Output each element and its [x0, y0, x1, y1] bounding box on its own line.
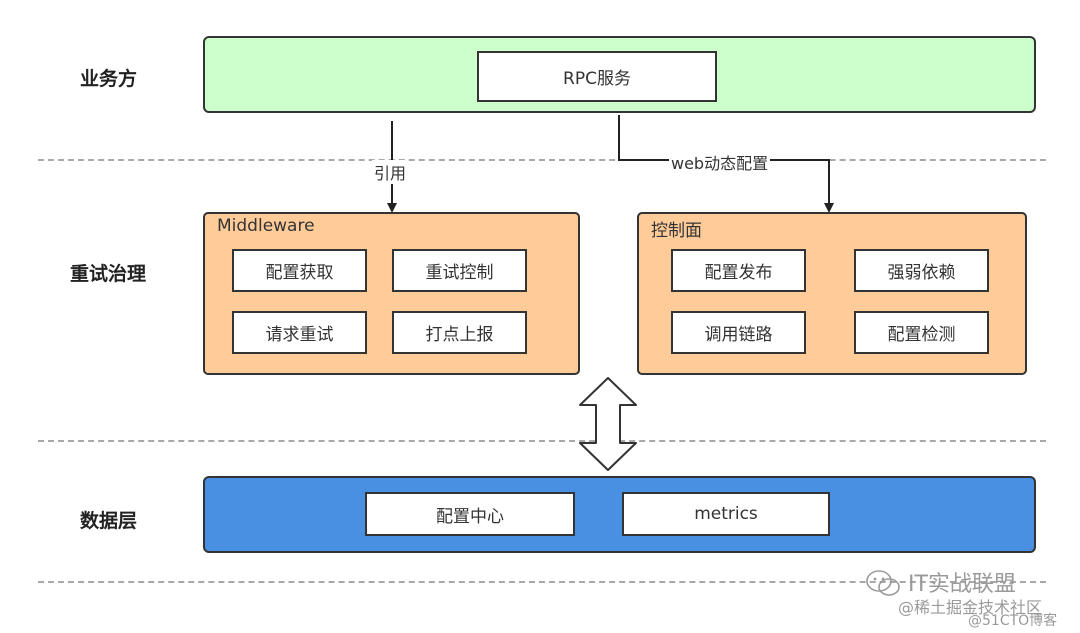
- metrics-box[interactable]: metrics: [622, 492, 830, 536]
- layer-label-business: 业务方: [80, 68, 138, 90]
- watermark-line3: @51CTO博客: [968, 613, 1058, 629]
- web-config-label: web动态配置: [669, 150, 771, 174]
- layer-label-retry: 重试治理: [70, 263, 147, 285]
- middleware-title: Middleware: [217, 216, 315, 236]
- config-center-box[interactable]: 配置中心: [365, 492, 575, 536]
- watermark-line1: IT实战联盟: [908, 572, 1016, 597]
- separator-1: [38, 159, 1046, 161]
- middleware-item-retry-control[interactable]: 重试控制: [392, 249, 527, 292]
- control-item-config-check[interactable]: 配置检测: [854, 311, 989, 354]
- reference-label: 引用: [372, 160, 409, 184]
- control-item-config-publish[interactable]: 配置发布: [671, 249, 806, 292]
- rpc-service-box[interactable]: RPC服务: [477, 51, 717, 102]
- middleware-item-metrics-report[interactable]: 打点上报: [392, 311, 527, 354]
- separator-3: [38, 581, 1046, 583]
- middleware-item-config-fetch[interactable]: 配置获取: [232, 249, 367, 292]
- control-item-call-chain[interactable]: 调用链路: [671, 311, 806, 354]
- layer-label-data: 数据层: [80, 510, 138, 532]
- data-band: [203, 476, 1036, 553]
- wechat-icon: [866, 570, 900, 596]
- bidirectional-arrow-icon: [579, 377, 637, 471]
- control-plane-title: 控制面: [651, 221, 702, 241]
- control-item-dependency-strength[interactable]: 强弱依赖: [854, 249, 989, 292]
- middleware-item-request-retry[interactable]: 请求重试: [232, 311, 367, 354]
- separator-2: [38, 440, 1046, 442]
- watermark-line2: @稀土掘金技术社区: [898, 598, 1043, 617]
